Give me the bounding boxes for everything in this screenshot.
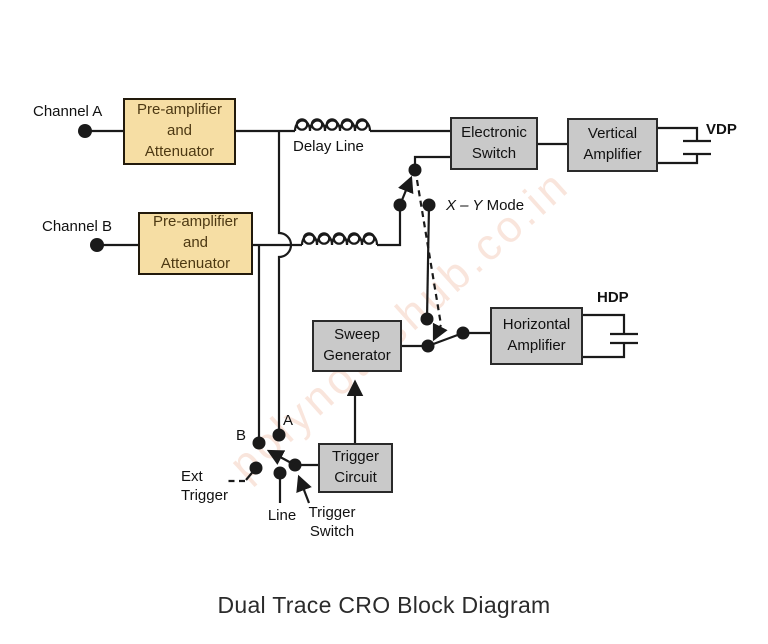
electronic-switch-terminal-dot xyxy=(408,163,422,177)
vdp-label: VDP xyxy=(706,121,737,138)
trigger-point-a-dot xyxy=(272,428,286,442)
block-preamplifier-attenuator-b: Pre-amplifier and Attenuator xyxy=(138,212,253,275)
wire-trigger-pickoff-b xyxy=(252,245,266,450)
vertical-deflection-plates xyxy=(658,126,711,165)
block-preamplifier-attenuator-a-label: Pre-amplifier and Attenuator xyxy=(136,101,223,160)
block-electronic-switch: Electronic Switch xyxy=(450,117,538,170)
wire-channel-b-path xyxy=(253,198,407,247)
trigger-point-b-dot xyxy=(252,436,266,450)
trigger-switch-pointer-arrow xyxy=(296,474,312,504)
electronic-switch-selector xyxy=(398,155,450,206)
wire-channel-a-input xyxy=(78,124,123,138)
diagram-title: Dual Trace CRO Block Diagram xyxy=(217,592,551,618)
block-preamplifier-attenuator-b-label: Pre-amplifier and Attenuator xyxy=(152,213,239,272)
wire-channel-a-path xyxy=(236,118,450,133)
horizontal-deflection-plates xyxy=(583,313,638,359)
xy-mode-label-mode: Mode xyxy=(486,197,525,214)
trigger-circuit-wiring xyxy=(266,379,364,472)
channel-b-label: Channel B xyxy=(42,218,113,235)
channel-a-label: Channel A xyxy=(33,103,103,120)
xy-mode-label: X – Y Mode xyxy=(446,197,524,216)
block-sweep-generator-label: Sweep Generator xyxy=(323,326,391,364)
wire-trigger-pickoff-a xyxy=(272,131,293,442)
block-electronic-switch-label: Electronic Switch xyxy=(461,123,527,162)
xy-lower-contact-dot xyxy=(420,312,434,326)
block-trigger-circuit: Trigger Circuit xyxy=(318,443,393,493)
block-horizontal-amplifier: Horizontal Amplifier xyxy=(490,307,583,365)
delay-line-coil-b xyxy=(300,233,379,246)
trigger-switch-label: Trigger Switch xyxy=(308,504,356,540)
delay-line-coil-a xyxy=(293,119,372,132)
hdp-label: HDP xyxy=(597,289,629,306)
trigger-source-contacts xyxy=(227,461,312,504)
trigger-switch-arm xyxy=(266,449,296,466)
ext-trigger-label: Ext Trigger xyxy=(181,468,228,504)
switch-arm-b-to-electronic-switch xyxy=(398,175,414,206)
wire-channel-b-input xyxy=(90,238,138,252)
block-vertical-amplifier: Vertical Amplifier xyxy=(567,118,658,172)
block-trigger-circuit-label: Trigger Circuit xyxy=(332,448,379,486)
block-preamplifier-attenuator-a: Pre-amplifier and Attenuator xyxy=(123,98,236,165)
line-label: Line xyxy=(267,507,297,524)
xy-mode-path xyxy=(420,198,436,326)
delay-line-label: Delay Line xyxy=(293,138,364,155)
block-vertical-amplifier-label: Vertical Amplifier xyxy=(583,125,642,163)
point-a-label: A xyxy=(283,412,294,429)
point-b-label: B xyxy=(236,427,247,444)
horizontal-switch xyxy=(402,326,490,353)
block-horizontal-amplifier-label: Horizontal Amplifier xyxy=(502,316,571,354)
xy-mode-label-xy: X – Y xyxy=(446,197,483,214)
block-sweep-generator: Sweep Generator xyxy=(312,320,402,372)
